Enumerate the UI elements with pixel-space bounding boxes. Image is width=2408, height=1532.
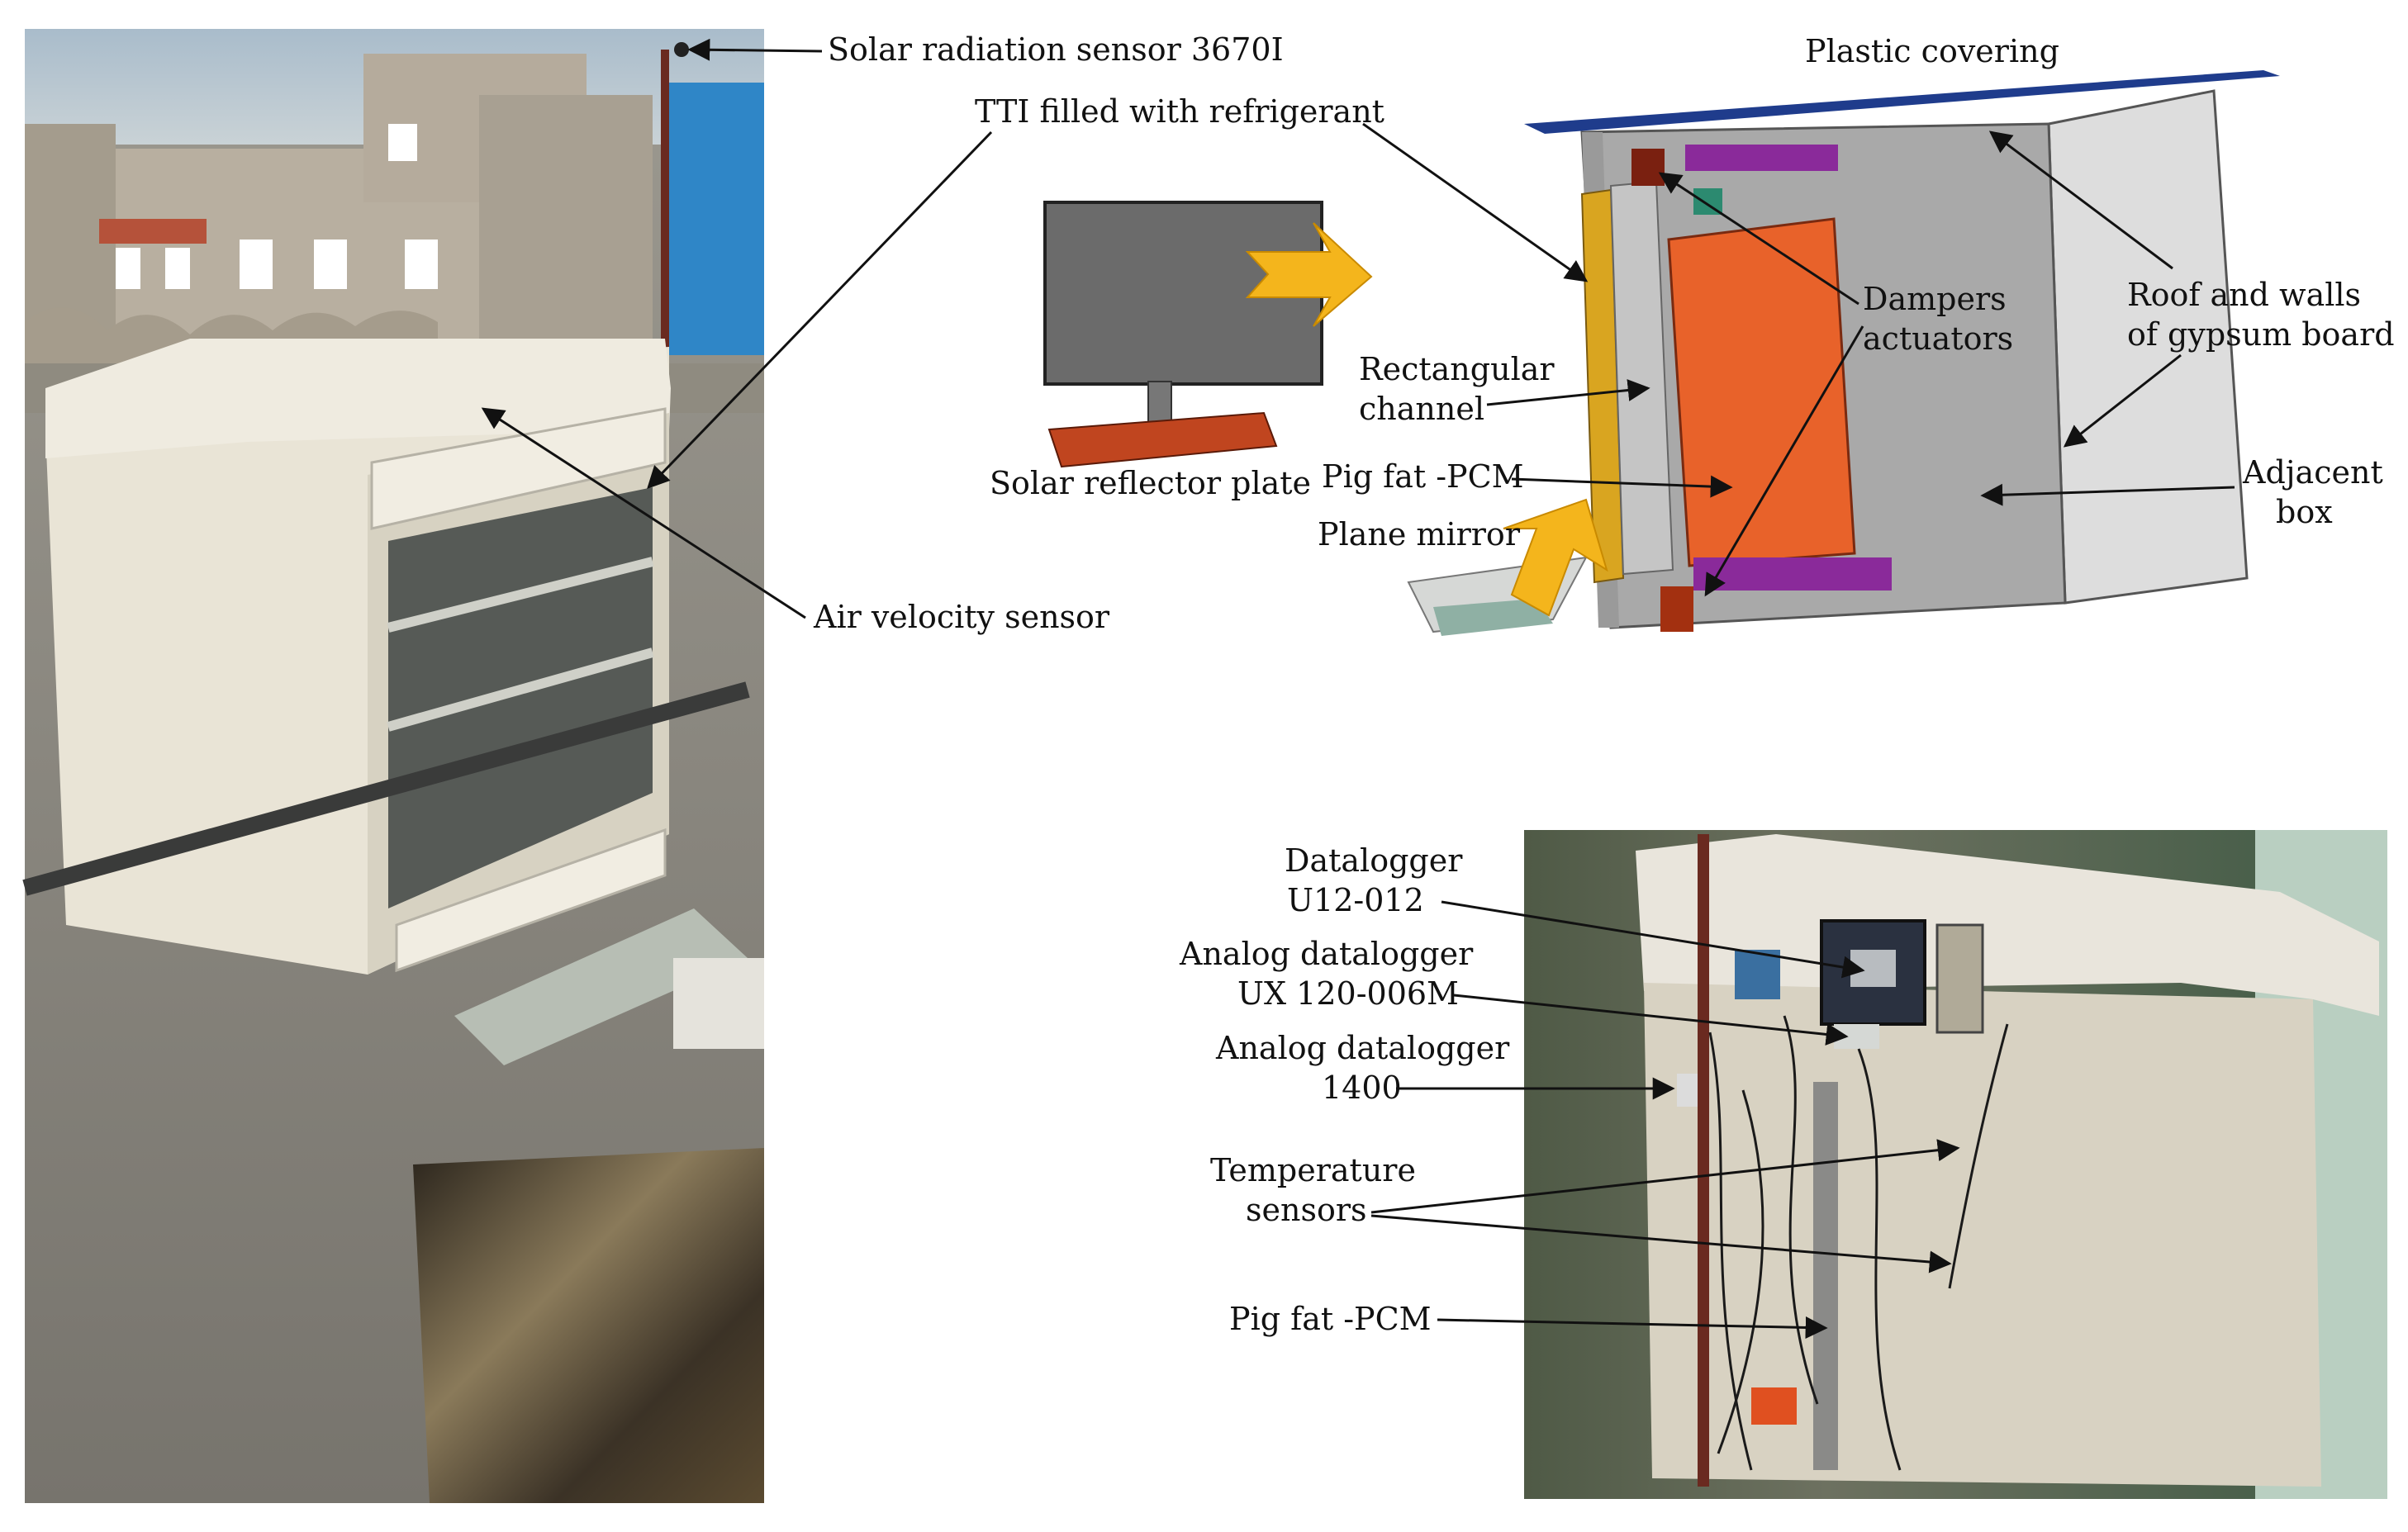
label-datalogger-line1: Datalogger <box>1285 842 1463 879</box>
windows <box>116 124 438 289</box>
pole <box>1698 834 1709 1487</box>
leader-datalogger <box>1441 900 1865 979</box>
leader-pig-fat-diagram <box>1511 475 1733 498</box>
top-damper-actuator <box>1631 149 1665 186</box>
label-datalogger-line2: U12-012 <box>1287 882 1424 918</box>
leader-solar-sensor <box>687 38 823 61</box>
plastic-covering <box>1524 70 2280 134</box>
label-dampers-line1: Dampers <box>1863 281 2007 317</box>
leader-tti-diagram <box>1362 122 1589 282</box>
label-dampers-line2: actuators <box>1863 320 2013 357</box>
leader-adjacent-box <box>1980 483 2235 506</box>
datalogger-photo <box>1524 830 2387 1499</box>
bottom-damper-grille <box>395 828 667 973</box>
label-rectangular-line2: channel <box>1359 391 1484 427</box>
yellow-tti-channel <box>1580 188 1625 584</box>
actuator-blue <box>1735 950 1780 999</box>
label-plastic-covering: Plastic covering <box>1805 33 2059 69</box>
label-plane-mirror: Plane mirror <box>1318 516 1521 553</box>
solar-radiation-sensor <box>674 42 689 57</box>
schematic-diagram <box>1043 70 2280 636</box>
pcm-rail <box>1813 1082 1838 1470</box>
label-temperature-line2: sensors <box>1246 1192 1367 1228</box>
leader-pig-fat-photo <box>1437 1316 1828 1339</box>
wires <box>1708 1015 2009 1471</box>
label-analog-ux-line2: UX 120-006M <box>1237 975 1459 1012</box>
white-block <box>673 958 764 1049</box>
labels: Solar radiation sensor 3670I TTI filled … <box>481 31 2395 1339</box>
label-solar-radiation-sensor: Solar radiation sensor 3670I <box>828 31 1284 68</box>
leader-damper-bottom <box>1704 325 1864 597</box>
glass-window <box>388 487 653 908</box>
arrow-icon <box>1503 498 1608 617</box>
label-roof-walls-line1: Roof and walls <box>2127 277 2361 313</box>
bottom-damper <box>1693 557 1892 591</box>
leader-temperature-2 <box>1370 1214 1952 1274</box>
reflector-plate-photo <box>413 1148 764 1503</box>
pcm-panel <box>1667 217 1856 567</box>
bottom-damper-actuator <box>1660 586 1693 632</box>
label-rectangular-line1: Rectangular <box>1359 351 1555 387</box>
enclosure <box>1935 923 1984 1034</box>
building <box>479 95 653 343</box>
label-solar-reflector-plate: Solar reflector plate <box>990 465 1311 501</box>
arrow-icon <box>1245 222 1373 327</box>
window-bars <box>387 557 654 732</box>
top-damper-grille <box>370 407 667 530</box>
plane-mirror-edge <box>1433 599 1553 636</box>
label-air-velocity-sensor: Air velocity sensor <box>813 599 1110 635</box>
leader-roof <box>1988 130 2173 270</box>
label-analog-1400-line2: 1400 <box>1322 1070 1402 1106</box>
leader-air-velocity <box>481 407 806 619</box>
reflector-base <box>1047 411 1278 468</box>
label-pig-fat-photo: Pig fat -PCM <box>1229 1301 1432 1337</box>
label-temperature-line1: Temperature <box>1210 1152 1416 1188</box>
pipe <box>22 681 750 896</box>
label-analog-1400-line1: Analog datalogger <box>1215 1030 1510 1066</box>
top-damper <box>1685 145 1838 171</box>
tile-roof <box>99 219 207 244</box>
leader-rectangular-channel <box>1486 379 1650 406</box>
leader-tti-photo <box>647 130 993 489</box>
leader-walls <box>2063 353 2182 448</box>
label-adjacent-line2: box <box>2276 494 2333 530</box>
leader-temperature-1 <box>1370 1139 1960 1214</box>
plane-mirror-photo <box>454 908 748 1065</box>
rooftop-photo <box>22 29 764 1503</box>
label-roof-walls-line2: of gypsum board <box>2127 316 2395 353</box>
blue-building <box>661 83 764 355</box>
leader-analog-ux <box>1453 994 1849 1046</box>
label-pig-fat-diagram: Pig fat -PCM <box>1322 458 1524 495</box>
sensor-pole <box>661 50 669 512</box>
bottom-actuator <box>1751 1387 1797 1425</box>
label-analog-ux-line1: Analog datalogger <box>1179 936 1474 972</box>
label-adjacent-line1: Adjacent <box>2242 454 2383 491</box>
box-side <box>1644 983 2321 1487</box>
leader-damper-top <box>1658 172 1859 306</box>
label-tti: TTI filled with refrigerant <box>975 93 1384 130</box>
